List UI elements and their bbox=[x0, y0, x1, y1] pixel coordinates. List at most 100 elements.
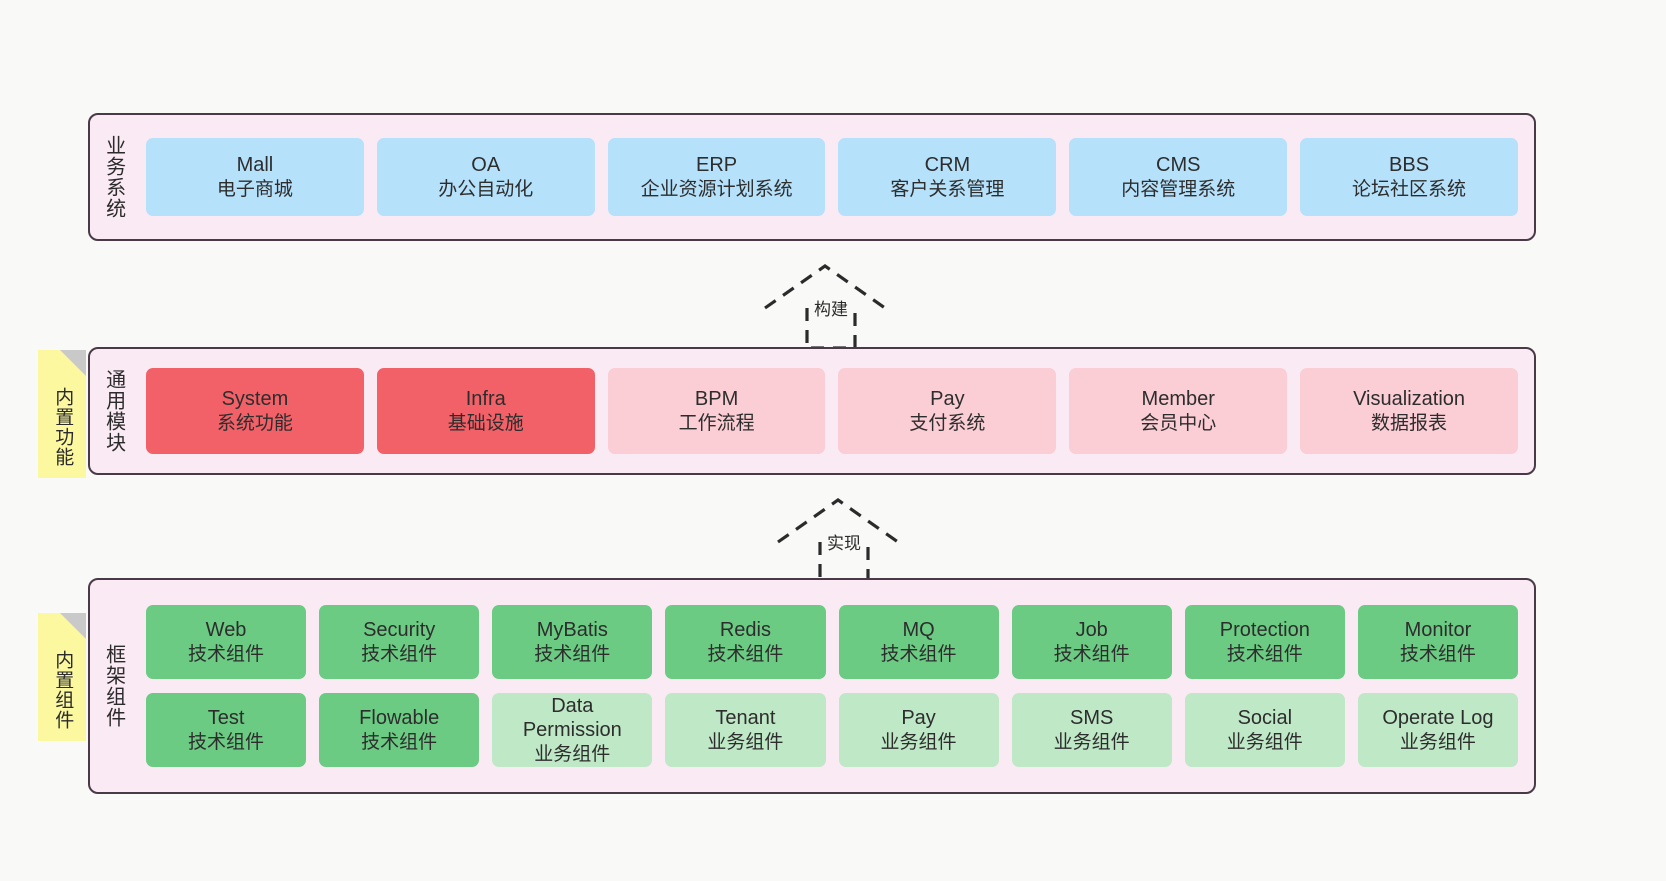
node-mq[interactable]: MQ 技术组件 bbox=[838, 605, 999, 679]
node-security-name: Security bbox=[363, 619, 436, 642]
layer-business-systems: 业务系统 Mall 电子商城 OA 办公自动化 ERP 企业资源计划系统 CRM… bbox=[88, 113, 1536, 241]
layer-common-modules: 通用模块 System 系统功能 Infra 基础设施 BPM 工作流程 Pay… bbox=[88, 347, 1536, 475]
node-sms-desc: 业务组件 bbox=[1053, 731, 1130, 753]
node-monitor-name: Monitor bbox=[1404, 619, 1472, 642]
layer-title-common-modules: 通用模块 bbox=[102, 369, 125, 453]
node-mall-desc: 电子商城 bbox=[216, 178, 293, 200]
node-job-name: Job bbox=[1075, 619, 1108, 642]
node-test-desc: 技术组件 bbox=[188, 731, 265, 753]
node-redis-name: Redis bbox=[719, 619, 771, 642]
node-member-desc: 会员中心 bbox=[1140, 412, 1217, 434]
node-erp[interactable]: ERP 企业资源计划系统 bbox=[607, 138, 826, 216]
node-operate-log-name: Operate Log bbox=[1382, 707, 1494, 730]
arrow-build-label: 构建 bbox=[814, 300, 848, 319]
node-job-desc: 技术组件 bbox=[1053, 643, 1130, 665]
node-system[interactable]: System 系统功能 bbox=[146, 368, 364, 454]
sticky-fold-corner-icon bbox=[60, 350, 86, 376]
node-data-permission[interactable]: Data Permission 业务组件 bbox=[492, 693, 653, 767]
node-mq-name: MQ bbox=[902, 619, 935, 642]
node-infra-name: Infra bbox=[465, 388, 506, 411]
node-flowable[interactable]: Flowable 技术组件 bbox=[319, 693, 480, 767]
sticky-note-builtin-features-label: 内置功能 bbox=[52, 387, 74, 467]
node-web[interactable]: Web 技术组件 bbox=[146, 605, 307, 679]
node-data-permission-desc: 业务组件 bbox=[534, 743, 611, 765]
node-data-permission-name2: Permission bbox=[522, 719, 622, 742]
layer-body-business-systems: Mall 电子商城 OA 办公自动化 ERP 企业资源计划系统 CRM 客户关系… bbox=[136, 115, 1534, 239]
node-mq-desc: 技术组件 bbox=[880, 643, 957, 665]
node-oa-desc: 办公自动化 bbox=[438, 178, 534, 200]
node-cms-name: CMS bbox=[1156, 154, 1201, 177]
node-pay-module-name: Pay bbox=[930, 388, 965, 411]
node-pay-component-desc: 业务组件 bbox=[880, 731, 957, 753]
node-job[interactable]: Job 技术组件 bbox=[1011, 605, 1172, 679]
node-pay-module[interactable]: Pay 支付系统 bbox=[838, 368, 1057, 454]
node-infra-desc: 基础设施 bbox=[447, 412, 524, 434]
node-visualization-name: Visualization bbox=[1353, 388, 1466, 411]
node-social[interactable]: Social 业务组件 bbox=[1184, 693, 1345, 767]
node-erp-desc: 企业资源计划系统 bbox=[640, 178, 793, 200]
node-pay-module-desc: 支付系统 bbox=[909, 412, 986, 434]
layer-title-business-systems: 业务系统 bbox=[102, 135, 125, 219]
node-mall-name: Mall bbox=[236, 154, 274, 177]
node-member-name: Member bbox=[1141, 388, 1215, 411]
node-flowable-name: Flowable bbox=[359, 707, 440, 730]
framework-row-technical: Web 技术组件 Security 技术组件 MyBatis 技术组件 Redi… bbox=[146, 605, 1518, 679]
node-crm[interactable]: CRM 客户关系管理 bbox=[838, 138, 1057, 216]
arrow-build bbox=[764, 264, 886, 350]
node-bpm[interactable]: BPM 工作流程 bbox=[607, 368, 826, 454]
node-bbs-name: BBS bbox=[1389, 154, 1430, 177]
node-system-name: System bbox=[221, 388, 289, 411]
sticky-note-builtin-components-label: 内置组件 bbox=[52, 650, 74, 730]
node-operate-log[interactable]: Operate Log 业务组件 bbox=[1357, 693, 1518, 767]
node-mall[interactable]: Mall 电子商城 bbox=[146, 138, 364, 216]
node-monitor[interactable]: Monitor 技术组件 bbox=[1357, 605, 1518, 679]
node-social-desc: 业务组件 bbox=[1226, 731, 1303, 753]
layer-body-framework-components: Web 技术组件 Security 技术组件 MyBatis 技术组件 Redi… bbox=[136, 580, 1534, 792]
node-flowable-desc: 技术组件 bbox=[361, 731, 438, 753]
node-member[interactable]: Member 会员中心 bbox=[1069, 368, 1288, 454]
node-crm-name: CRM bbox=[924, 154, 971, 177]
node-pay-component-name: Pay bbox=[901, 707, 936, 730]
node-redis-desc: 技术组件 bbox=[707, 643, 784, 665]
node-bpm-name: BPM bbox=[694, 388, 739, 411]
node-visualization-desc: 数据报表 bbox=[1371, 412, 1448, 434]
node-sms-name: SMS bbox=[1070, 707, 1114, 730]
arrow-implement-label: 实现 bbox=[827, 534, 861, 553]
node-test-name: Test bbox=[207, 707, 245, 730]
node-web-name: Web bbox=[205, 619, 247, 642]
node-tenant-name: Tenant bbox=[715, 707, 776, 730]
node-tenant[interactable]: Tenant 业务组件 bbox=[665, 693, 826, 767]
node-infra[interactable]: Infra 基础设施 bbox=[376, 368, 595, 454]
node-security-desc: 技术组件 bbox=[361, 643, 438, 665]
node-system-desc: 系统功能 bbox=[216, 412, 293, 434]
node-protection-name: Protection bbox=[1219, 619, 1310, 642]
node-operate-log-desc: 业务组件 bbox=[1399, 731, 1476, 753]
node-cms-desc: 内容管理系统 bbox=[1121, 178, 1236, 200]
node-monitor-desc: 技术组件 bbox=[1399, 643, 1476, 665]
node-cms[interactable]: CMS 内容管理系统 bbox=[1069, 138, 1288, 216]
sticky-note-builtin-features: 内置功能 bbox=[38, 350, 86, 478]
node-tenant-desc: 业务组件 bbox=[707, 731, 784, 753]
node-sms[interactable]: SMS 业务组件 bbox=[1011, 693, 1172, 767]
node-security[interactable]: Security 技术组件 bbox=[319, 605, 480, 679]
node-protection[interactable]: Protection 技术组件 bbox=[1184, 605, 1345, 679]
node-pay-component[interactable]: Pay 业务组件 bbox=[838, 693, 999, 767]
node-visualization[interactable]: Visualization 数据报表 bbox=[1300, 368, 1518, 454]
sticky-fold-corner-icon-2 bbox=[60, 613, 86, 639]
node-bbs[interactable]: BBS 论坛社区系统 bbox=[1300, 138, 1518, 216]
node-oa[interactable]: OA 办公自动化 bbox=[376, 138, 595, 216]
node-bbs-desc: 论坛社区系统 bbox=[1352, 178, 1467, 200]
node-crm-desc: 客户关系管理 bbox=[890, 178, 1005, 200]
node-data-permission-name: Data bbox=[551, 695, 594, 718]
sticky-note-builtin-components: 内置组件 bbox=[38, 613, 86, 741]
node-redis[interactable]: Redis 技术组件 bbox=[665, 605, 826, 679]
node-social-name: Social bbox=[1237, 707, 1293, 730]
arrow-implement bbox=[777, 498, 899, 584]
node-protection-desc: 技术组件 bbox=[1226, 643, 1303, 665]
node-oa-name: OA bbox=[471, 154, 501, 177]
node-erp-name: ERP bbox=[696, 154, 738, 177]
node-mybatis[interactable]: MyBatis 技术组件 bbox=[492, 605, 653, 679]
node-mybatis-name: MyBatis bbox=[536, 619, 608, 642]
node-test[interactable]: Test 技术组件 bbox=[146, 693, 307, 767]
